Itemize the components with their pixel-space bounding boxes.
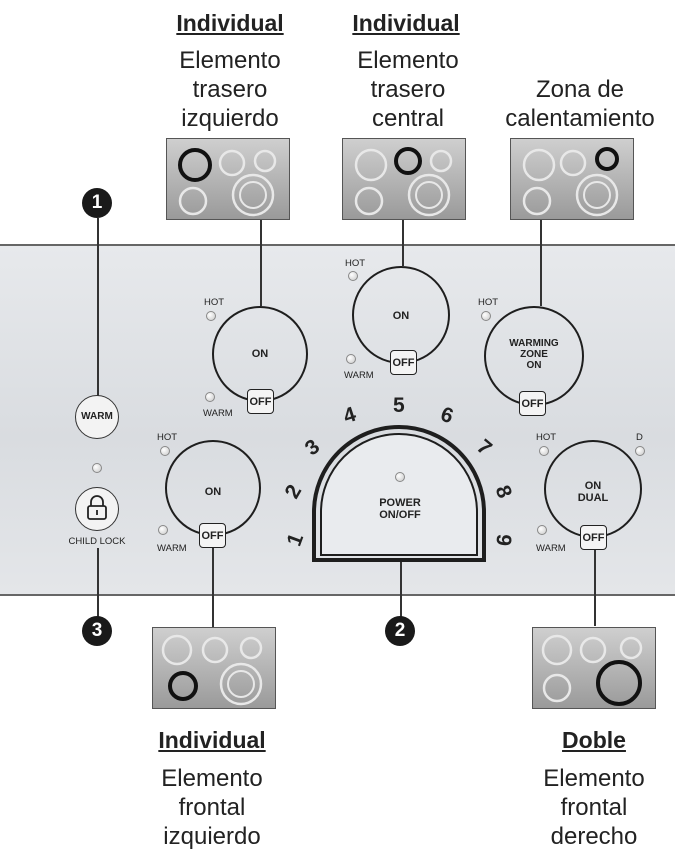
- connector-line: [540, 220, 542, 306]
- hot-label: HOT: [204, 297, 225, 308]
- front-left-off-button[interactable]: OFF: [199, 523, 226, 548]
- cooktop-thumb-front-left: [152, 627, 276, 709]
- power-indicator-led: [395, 472, 405, 482]
- warming-zone-off-button[interactable]: OFF: [519, 391, 546, 416]
- connector-line: [97, 548, 99, 618]
- connector-line: [212, 548, 214, 630]
- callout-1-badge: 1: [82, 188, 112, 218]
- dial-number-5: 5: [393, 394, 405, 417]
- hot-label: HOT: [157, 432, 178, 443]
- cooktop-thumb-warming-zone: [510, 138, 634, 220]
- warm-indicator-led: [537, 525, 547, 535]
- front-right-on-dual-label: ON DUAL: [577, 480, 609, 504]
- header-front-left: Individual: [158, 727, 266, 753]
- hot-indicator-led: [160, 446, 170, 456]
- connector-line: [594, 550, 596, 626]
- child-lock-indicator-led: [92, 463, 102, 473]
- hot-label: HOT: [345, 258, 366, 269]
- warm-button-label: WARM: [81, 411, 113, 422]
- warm-label: WARM: [344, 370, 374, 381]
- header-rear-center: Individual: [352, 10, 460, 36]
- warm-label: WARM: [157, 543, 187, 554]
- hot-indicator-led: [539, 446, 549, 456]
- dual-indicator-label: D: [636, 432, 643, 443]
- callout-3-badge: 3: [82, 616, 112, 646]
- front-right-off-button[interactable]: OFF: [580, 525, 607, 550]
- hot-label: HOT: [536, 432, 557, 443]
- rear-center-off-button[interactable]: OFF: [390, 350, 417, 375]
- cooktop-warming-zone-icon: [522, 147, 619, 217]
- hot-indicator-led: [348, 271, 358, 281]
- warm-label: WARM: [536, 543, 566, 554]
- warm-label: WARM: [203, 408, 233, 419]
- connector-line: [97, 218, 99, 396]
- cooktop-front-right-icon: [541, 634, 643, 706]
- warm-button[interactable]: [75, 395, 119, 439]
- header-rear-left: Individual: [176, 10, 284, 36]
- cooktop-thumb-rear-center: [342, 138, 466, 220]
- child-lock-label: CHILD LOCK: [68, 536, 126, 547]
- connector-line: [400, 562, 402, 620]
- cooktop-thumb-front-right: [532, 627, 656, 709]
- rear-center-on-label: ON: [392, 310, 410, 322]
- child-lock-button[interactable]: [75, 487, 119, 531]
- label-rear-center: Elemento trasero central: [357, 47, 459, 132]
- hot-indicator-led: [206, 311, 216, 321]
- connector-line: [260, 220, 262, 306]
- hot-label: HOT: [478, 297, 499, 308]
- hot-indicator-led: [481, 311, 491, 321]
- header-front-right: Doble: [562, 727, 626, 753]
- label-rear-left: Elemento trasero izquierdo: [179, 47, 281, 132]
- dual-indicator-led: [635, 446, 645, 456]
- power-dial[interactable]: [309, 417, 489, 567]
- warm-indicator-led: [158, 525, 168, 535]
- label-front-right: Elemento frontal derecho: [543, 765, 645, 850]
- cooktop-front-left-icon: [161, 634, 263, 706]
- warm-indicator-led: [346, 354, 356, 364]
- label-front-left: Elemento frontal izquierdo: [161, 765, 263, 850]
- cooktop-rear-left-icon: [178, 148, 277, 217]
- front-left-on-label: ON: [204, 486, 222, 498]
- connector-line: [402, 220, 404, 266]
- callout-2-badge: 2: [385, 616, 415, 646]
- padlock-icon: [87, 495, 107, 520]
- cooktop-thumb-rear-left: [166, 138, 290, 220]
- rear-left-on-label: ON: [251, 348, 269, 360]
- dial-number-9: 9: [491, 533, 516, 547]
- cooktop-rear-center-icon: [354, 147, 453, 217]
- warm-indicator-led: [205, 392, 215, 402]
- power-button-label: POWER ON/OFF: [379, 497, 421, 521]
- warming-zone-on-label: WARMING ZONE ON: [509, 338, 559, 371]
- label-warming-zone: Zona de calentamiento: [505, 76, 655, 132]
- rear-left-off-button[interactable]: OFF: [247, 389, 274, 414]
